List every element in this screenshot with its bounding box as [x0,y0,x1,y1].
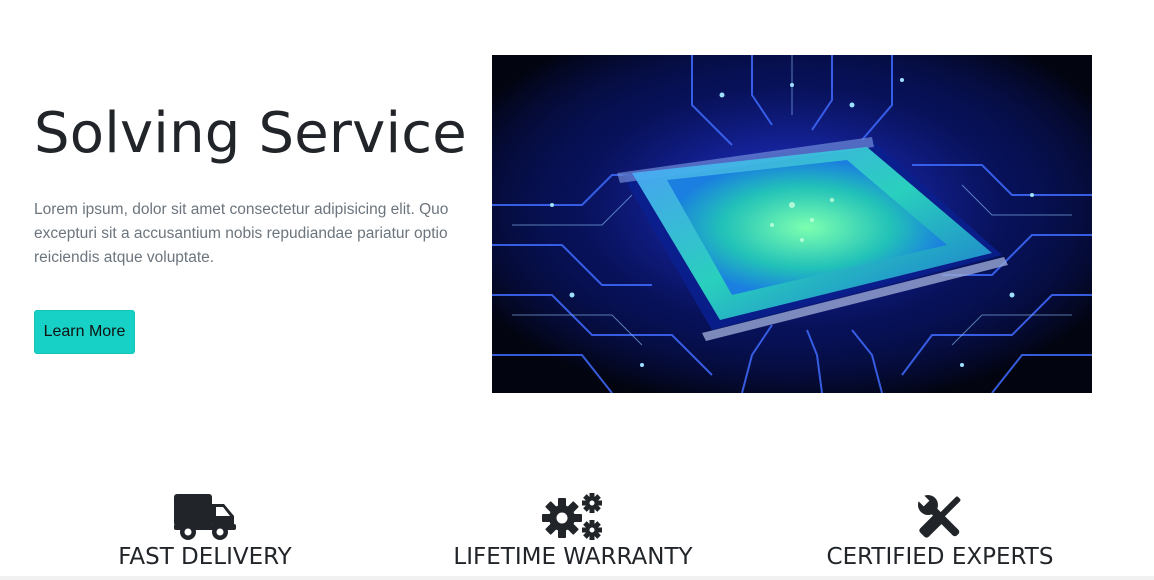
feature-label: FAST DELIVERY [118,544,292,570]
feature-label: LIFETIME WARRANTY [453,544,693,570]
hero-section: Solving Service Lorem ipsum, dolor sit a… [34,100,474,270]
feature-lifetime-warranty: LIFETIME WARRANTY [423,490,723,572]
tools-icon [790,490,1090,542]
circuit-chip-image [492,55,1092,393]
hero-title: Solving Service [34,101,467,166]
feature-label: CERTIFIED EXPERTS [826,544,1054,570]
circuit-chip-illustration [492,55,1092,393]
section-divider [0,576,1154,580]
learn-more-button[interactable]: Learn More [34,310,135,354]
truck-icon [55,490,355,542]
hero-description: Lorem ipsum, dolor sit amet consectetur … [34,201,449,266]
feature-certified-experts: CERTIFIED EXPERTS [790,490,1090,572]
cogs-icon [423,490,723,542]
feature-fast-delivery: FAST DELIVERY [55,490,355,572]
